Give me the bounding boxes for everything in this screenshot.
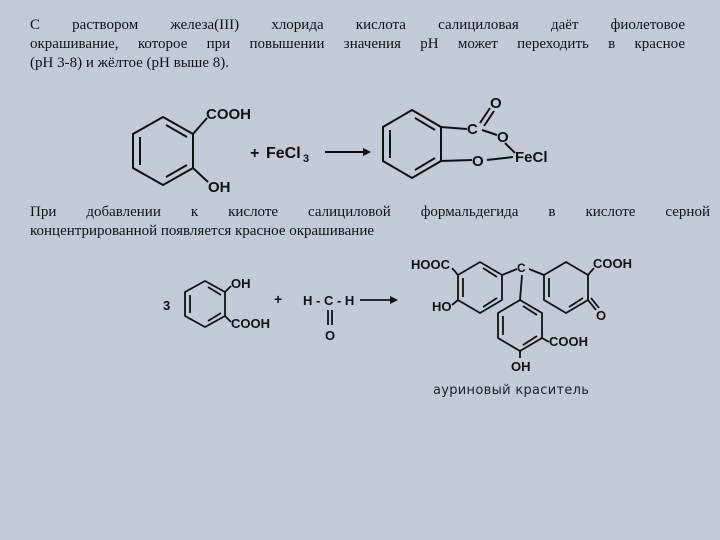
- bond-cooh: [224, 315, 232, 323]
- label-hooc: HOOC: [411, 257, 451, 272]
- double-bond: [482, 297, 498, 308]
- reaction2-structures: [184, 260, 600, 358]
- label-product-c: C: [467, 121, 478, 138]
- paragraph2-line2: концентрированной появляется красное окр…: [30, 223, 375, 239]
- label-oh-bottom: OH: [511, 359, 531, 374]
- bond-c-o: [587, 299, 597, 311]
- paragraph-formaldehyde: При добавлении к кислоте салициловой фор…: [30, 203, 710, 241]
- aurin-caption: ауриновый краситель: [433, 383, 590, 398]
- double-bond: [522, 305, 538, 316]
- label-product-o-bottom: O: [472, 153, 484, 170]
- label-product-o-top: O: [490, 95, 502, 112]
- aurin-ring-right: [543, 260, 589, 315]
- bond-c-o-2: [590, 297, 600, 309]
- label-coefficient: 3: [163, 298, 170, 313]
- paragraph1-line1: С раствором железа(III) хлорида кислота …: [30, 17, 685, 33]
- label-oh: OH: [231, 276, 251, 291]
- aurin-ring-bottom: [497, 298, 543, 353]
- label-formaldehyde: H - C - H: [303, 293, 354, 308]
- label-formaldehyde-o: O: [325, 328, 335, 343]
- bond-ring-c: [440, 126, 468, 130]
- bond-cooh: [192, 117, 208, 135]
- bond-ho: [451, 299, 459, 306]
- bond-to-central-c: [528, 268, 545, 276]
- bond-o-fe-2: [486, 156, 514, 161]
- double-bond: [207, 312, 222, 322]
- label-product-o-right: O: [497, 129, 509, 146]
- bond-hooc: [451, 267, 459, 276]
- label-plus: +: [274, 291, 282, 307]
- label-subscript-3: 3: [303, 153, 309, 165]
- double-bond: [414, 157, 436, 171]
- double-bond: [414, 117, 436, 131]
- benzene-ring-reactant2: [184, 279, 226, 329]
- label-plus: +: [250, 145, 259, 162]
- label-fecl: FeCl: [266, 145, 301, 162]
- arrow-head: [363, 148, 371, 156]
- reaction1-labels: COOH OH + FeCl 3 C O O O FeCl: [206, 95, 548, 196]
- bond-c-o-double-2: [483, 110, 495, 127]
- label-o: O: [596, 308, 606, 323]
- double-bond: [165, 124, 188, 138]
- bond-c-o: [481, 129, 498, 136]
- bond-cooh: [587, 267, 595, 276]
- bond-oh: [192, 167, 209, 183]
- label-oh: OH: [208, 179, 231, 196]
- label-ho: HO: [432, 299, 452, 314]
- label-central-c: C: [517, 261, 526, 275]
- label-cooh: COOH: [206, 106, 251, 123]
- bond-ring-o: [440, 159, 473, 162]
- reaction1-structures: [132, 107, 516, 187]
- bond-oh: [224, 285, 232, 293]
- double-bond: [482, 267, 498, 278]
- benzene-ring-product1: [382, 108, 442, 180]
- bond-central-to-bottom: [519, 274, 523, 301]
- benzene-ring-reactant1: [132, 115, 194, 187]
- reaction2-labels: 3 OH COOH + H - C - H O HOOC C COOH HO O…: [163, 256, 632, 374]
- bond-cooh-bottom: [541, 337, 550, 343]
- paragraph-iron-chloride: С раствором железа(III) хлорида кислота …: [30, 16, 685, 73]
- label-cooh-bottom: COOH: [549, 334, 588, 349]
- paragraph2-line1: При добавлении к кислоте салициловой фор…: [30, 204, 710, 220]
- double-bond: [568, 297, 584, 308]
- label-product-fecl: FeCl: [515, 149, 548, 166]
- bond-o-fe: [504, 142, 516, 154]
- paragraph1-line3: (рН 3-8) и жёлтое (рН выше 8).: [30, 55, 229, 71]
- aurin-ring-left: [457, 260, 503, 315]
- bond-c-o-double: [479, 107, 491, 124]
- arrow-head: [390, 296, 398, 304]
- bond-to-central-c: [501, 268, 518, 276]
- paragraph1-line2: окрашивание, которое при повышении значе…: [30, 36, 685, 52]
- double-bond: [207, 286, 222, 296]
- label-cooh-right: COOH: [593, 256, 632, 271]
- double-bond: [522, 335, 538, 346]
- double-bond: [165, 164, 188, 178]
- label-cooh: COOH: [231, 316, 270, 331]
